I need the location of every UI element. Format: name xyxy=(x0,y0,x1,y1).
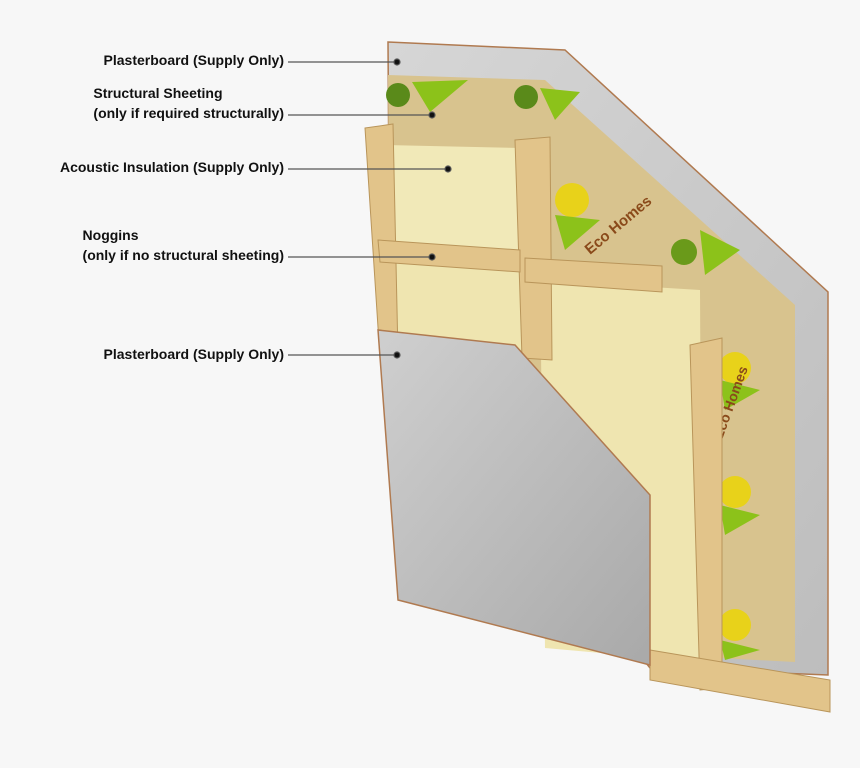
leader-lines xyxy=(288,58,452,359)
timber-frame xyxy=(364,123,831,713)
label-text: Noggins xyxy=(82,227,139,243)
label-front-plasterboard: Plasterboard (Supply Only) xyxy=(104,344,284,364)
stud xyxy=(514,136,553,361)
acoustic-insulation xyxy=(395,262,522,352)
label-text: Plasterboard (Supply Only) xyxy=(103,52,284,68)
noggin xyxy=(524,257,663,293)
acoustic-insulation xyxy=(385,145,520,250)
label-text: (only if required structurally) xyxy=(93,105,284,121)
bottom-plate xyxy=(649,649,831,713)
label-noggins: Noggins (only if no structural sheeting) xyxy=(83,225,284,265)
label-text: (only if no structural sheeting) xyxy=(82,247,284,263)
label-back-plasterboard: Plasterboard (Supply Only) xyxy=(104,50,284,70)
label-structural-sheeting: Structural Sheeting (only if required str… xyxy=(93,83,284,123)
noggin xyxy=(377,239,521,273)
front-plasterboard xyxy=(377,329,651,666)
label-text: Acoustic Insulation (Supply Only) xyxy=(59,159,284,175)
label-acoustic-insulation: Acoustic Insulation (Supply Only) xyxy=(60,157,284,177)
label-text: Structural Sheeting xyxy=(93,85,223,101)
label-text: Plasterboard (Supply Only) xyxy=(103,346,284,362)
